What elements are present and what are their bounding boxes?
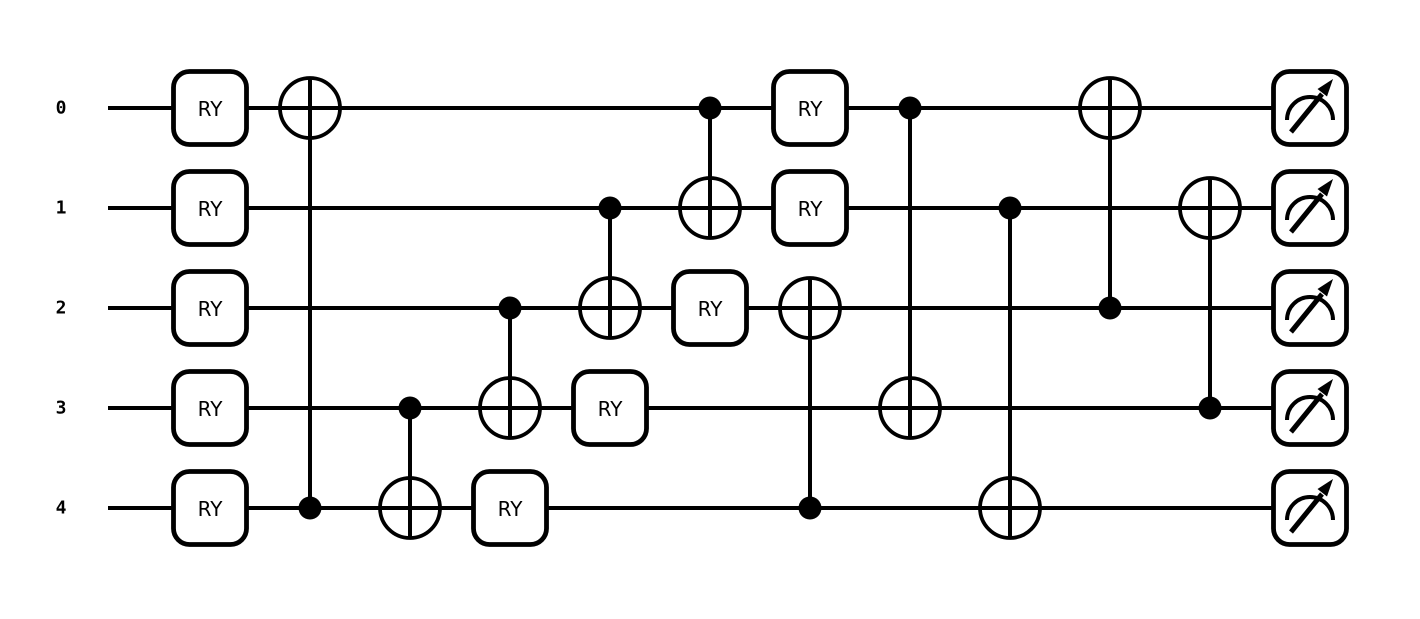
ry-gate-label: RY: [698, 297, 724, 321]
measure-gate-q0: [1271, 69, 1349, 147]
ry-gate-q2: RY: [171, 269, 249, 347]
measure-gauge-arc: [1285, 95, 1335, 121]
measure-needle: [1289, 192, 1324, 234]
ry-gate-box: [471, 469, 549, 547]
ry-gate-label: RY: [798, 197, 824, 221]
cnot-q1-to-q2: [578, 196, 642, 340]
measure-needle: [1289, 392, 1324, 434]
ry-gate-label: RY: [598, 397, 624, 421]
ry-gate-box: [171, 169, 249, 247]
ry-gate-label: RY: [198, 497, 224, 521]
cnot-q0-to-q3: [878, 96, 942, 440]
measure-gate-q3: [1271, 369, 1349, 447]
ry-gate-q3: RY: [571, 369, 649, 447]
measure-needle: [1289, 492, 1324, 534]
cnot-control-dot: [798, 496, 822, 520]
measure-gate-q4: [1271, 469, 1349, 547]
ry-gate-box: [671, 269, 749, 347]
measure-gauge-arc: [1285, 395, 1335, 421]
ry-gate-q4: RY: [471, 469, 549, 547]
qubit-label-4: 4: [56, 498, 67, 519]
cnot-q3-to-q1: [1178, 176, 1242, 420]
ry-gate-q0: RY: [771, 69, 849, 147]
ry-gate-q0: RY: [171, 69, 249, 147]
ry-gate-label: RY: [798, 97, 824, 121]
ry-gate-q4: RY: [171, 469, 249, 547]
ry-gate-q1: RY: [771, 169, 849, 247]
cnot-control-dot: [298, 496, 322, 520]
cnot-q4-to-q2: [778, 276, 842, 520]
cnot-q3-to-q4: [378, 396, 442, 540]
ry-gate-box: [771, 69, 849, 147]
ry-gate-box: [571, 369, 649, 447]
cnot-control-dot: [1098, 296, 1122, 320]
ry-gate-label: RY: [198, 97, 224, 121]
ry-gate-box: [771, 169, 849, 247]
cnot-control-dot: [998, 196, 1022, 220]
cnot-control-dot: [498, 296, 522, 320]
cnot-control-dot: [598, 196, 622, 220]
qubit-label-1: 1: [56, 198, 67, 219]
cnot-control-dot: [1198, 396, 1222, 420]
ry-gate-label: RY: [198, 397, 224, 421]
ry-gate-q1: RY: [171, 169, 249, 247]
cnot-q2-to-q0: [1078, 76, 1142, 320]
qubit-label-2: 2: [56, 298, 67, 319]
measure-needle-arrowhead: [1317, 79, 1333, 97]
ry-gate-box: [171, 69, 249, 147]
measure-needle: [1289, 92, 1324, 134]
cnot-q1-to-q4: [978, 196, 1042, 540]
measure-gate-q1: [1271, 169, 1349, 247]
cnot-q0-to-q1: [678, 96, 742, 240]
measure-needle-arrowhead: [1317, 279, 1333, 297]
ry-gate-label: RY: [198, 197, 224, 221]
cnot-q4-to-q0: [278, 76, 342, 520]
qubit-label-0: 0: [56, 98, 67, 119]
measure-needle: [1289, 292, 1324, 334]
ry-gate-q3: RY: [171, 369, 249, 447]
cnot-control-dot: [698, 96, 722, 120]
ry-gate-box: [171, 469, 249, 547]
qubit-label-3: 3: [56, 398, 67, 419]
measure-gate-q2: [1271, 269, 1349, 347]
measure-gauge-arc: [1285, 195, 1335, 221]
measure-needle-arrowhead: [1317, 479, 1333, 497]
ry-gate-q2: RY: [671, 269, 749, 347]
measure-gauge-arc: [1285, 295, 1335, 321]
ry-gate-label: RY: [498, 497, 524, 521]
cnot-q2-to-q3: [478, 296, 542, 440]
cnot-control-dot: [898, 96, 922, 120]
measure-gauge-arc: [1285, 495, 1335, 521]
ry-gate-box: [171, 369, 249, 447]
ry-gate-label: RY: [198, 297, 224, 321]
ry-gate-box: [171, 269, 249, 347]
cnot-control-dot: [398, 396, 422, 420]
measure-needle-arrowhead: [1317, 179, 1333, 197]
measure-needle-arrowhead: [1317, 379, 1333, 397]
